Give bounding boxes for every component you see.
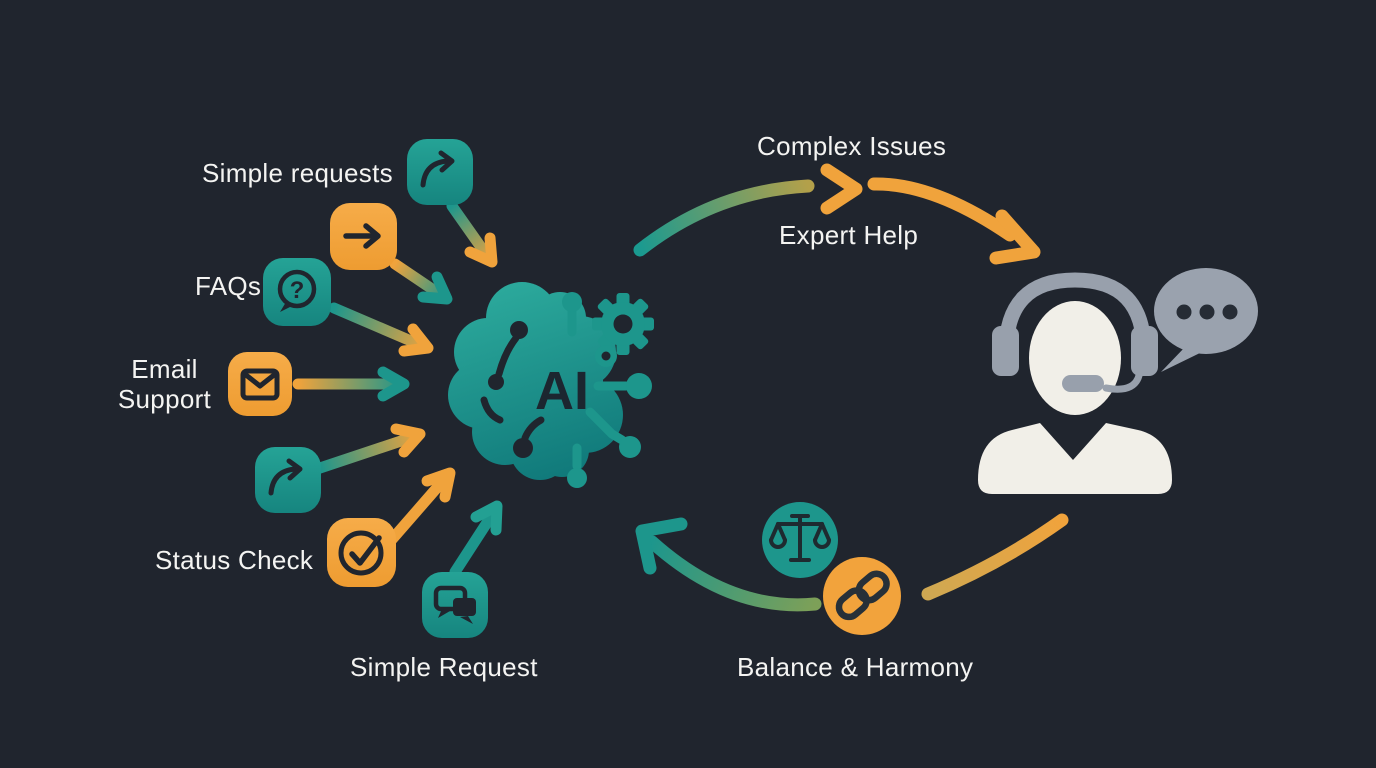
question-bubble-icon: ? [263,258,331,326]
arrow-status-to-ai [382,467,456,550]
arrow-agent-to-ai [635,513,1069,612]
label-email-support: Email Support [117,354,212,414]
arrow-email-to-ai [292,366,410,402]
circuit-traces-icon [562,292,652,488]
chevron-icon [820,163,863,215]
gear-icon [592,293,654,367]
label-complex-issues: Complex Issues [757,131,947,161]
right-arrow-icon [330,203,397,270]
ai-label: AI [535,361,589,421]
svg-text:?: ? [290,277,305,304]
chat-bubbles-icon [422,572,488,638]
body [978,423,1172,494]
arrow-faqs-to-ai [328,302,434,357]
arrow-share-to-ai [446,200,498,268]
arrow-share2-to-ai [314,423,426,474]
label-simple-request: Simple Request [350,652,538,682]
support-agent-icon [978,272,1172,494]
share-arrow-icon [407,139,473,205]
arrow-request-to-ai [389,258,453,305]
chain-link-icon [823,557,901,635]
speech-bubble-icon [1154,268,1258,372]
arrow-ai-to-agent [633,163,1041,265]
share-arrow-icon [255,447,321,513]
headset-icon [992,272,1158,393]
balance-scale-icon [762,502,838,578]
label-simple-requests: Simple requests [202,158,393,188]
envelope-icon [228,352,292,416]
label-status-check: Status Check [155,545,314,575]
head [1029,301,1121,415]
label-balance-harmony: Balance & Harmony [737,652,974,682]
ai-brain-icon: AI [448,282,652,488]
check-circle-icon [327,518,396,587]
label-expert-help: Expert Help [779,220,919,250]
label-faqs: FAQs [195,271,262,301]
arrow-chat-to-ai [449,500,503,578]
